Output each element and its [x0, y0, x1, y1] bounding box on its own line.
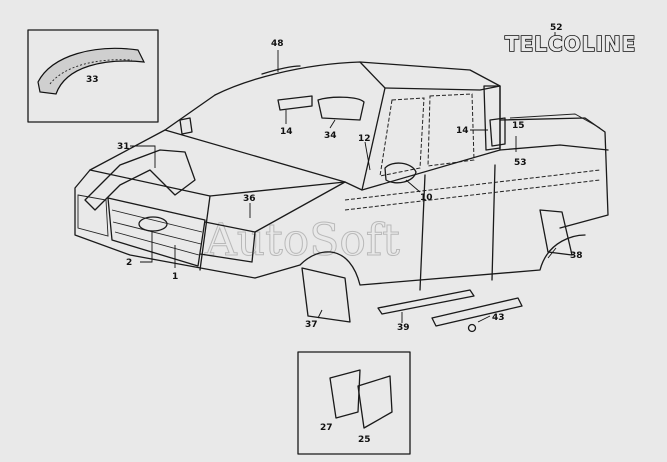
rocker-and-arches: [254, 234, 586, 286]
grille-slats: [111, 209, 203, 256]
body-side-molding-lower: [344, 179, 601, 211]
roof-trim-48: [261, 65, 301, 75]
callout-39: 39: [397, 323, 410, 333]
rear-lamp: [489, 117, 506, 147]
bed-rail: [509, 113, 601, 129]
front-door-window: [379, 97, 425, 177]
mudguard-inset: 27 25: [297, 351, 411, 455]
sill-strip-43: [431, 297, 523, 327]
callout-10: 10: [420, 193, 433, 203]
left-mirror: [179, 117, 193, 135]
grille-part: [107, 197, 206, 267]
callout-52: 52: [550, 23, 563, 33]
callout-14-window: 14: [456, 126, 469, 136]
mudflap-rear: [539, 209, 573, 256]
front-fascia: [74, 169, 256, 279]
sill-strip-39: [377, 289, 475, 315]
wheel-liner-part: [37, 47, 146, 95]
inset-frame-bottom: [297, 351, 411, 455]
callout-53: 53: [514, 158, 527, 168]
front-corner: [199, 195, 211, 271]
mudguard-part-27: [329, 369, 361, 419]
truck-body: [74, 61, 609, 291]
body-side-molding: [344, 169, 601, 201]
callout-36: 36: [243, 194, 256, 204]
headlamp-left: [77, 194, 109, 237]
callout-38: 38: [570, 251, 583, 261]
headlamp: [199, 221, 256, 263]
callout-12: 12: [358, 134, 371, 144]
hood-outline: [89, 129, 346, 197]
leader-lines: [130, 50, 557, 323]
callout-34: 34: [324, 131, 337, 141]
inner-fender-part: [84, 149, 196, 211]
callout-37: 37: [305, 320, 318, 330]
emblem-clip: [467, 323, 477, 333]
wheel-liner-inset: 33: [27, 29, 159, 123]
hood-rear-edge: [164, 94, 346, 183]
callout-2: 2: [126, 258, 132, 268]
outside-mirror: [384, 162, 417, 184]
sun-visor-left: [277, 95, 313, 111]
grille-emblem: [138, 216, 168, 232]
inset-frame-top: [27, 29, 159, 123]
watermark-text: AutoSoft: [204, 215, 400, 266]
beltline: [254, 144, 609, 233]
telcoline-logo: TELCOLINE: [505, 32, 636, 56]
callout-25: 25: [358, 435, 371, 445]
rear-quarter-window: [483, 85, 501, 151]
callout-15: 15: [512, 121, 525, 131]
wheel-liner-texture: [49, 59, 133, 85]
mudguard-part-25: [357, 375, 393, 429]
callout-33: 33: [86, 75, 99, 85]
door-seams: [419, 164, 496, 291]
cargo-bed: [499, 117, 609, 229]
callout-48: 48: [271, 39, 284, 49]
roof-rear-edge: [384, 85, 501, 91]
sun-visor-right: [317, 96, 365, 121]
mudflap-front: [301, 267, 351, 323]
callout-1: 1: [172, 272, 178, 282]
cab-a-pillar: [214, 61, 386, 191]
rear-door-window: [427, 93, 475, 167]
callout-31: 31: [117, 142, 130, 152]
telcoline-badge: 52 TELCOLINE: [504, 23, 636, 57]
callout-43: 43: [492, 313, 505, 323]
callout-27: 27: [320, 423, 333, 433]
callout-14-visor: 14: [280, 127, 293, 137]
